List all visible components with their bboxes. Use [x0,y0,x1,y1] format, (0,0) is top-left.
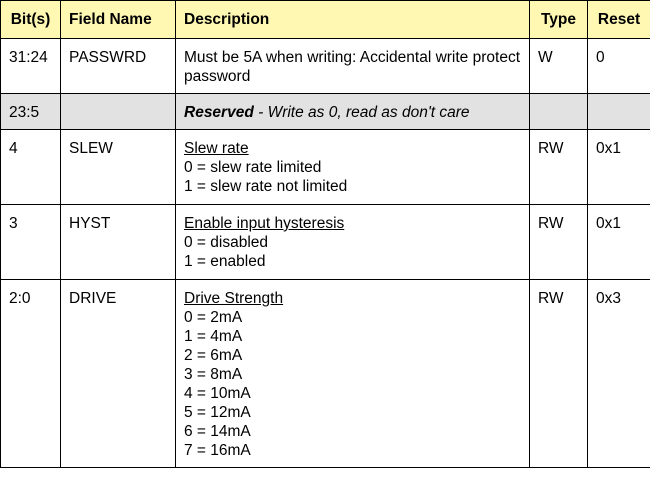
cell-description: Must be 5A when writing: Accidental writ… [175,38,530,94]
field-value-line: 3 = 8mA [184,366,243,383]
cell-bits: 31:24 [0,38,61,94]
register-table: Bit(s) Field Name Description Type Reset… [0,0,650,468]
cell-reset [587,93,650,130]
table-row: 4 SLEW Slew rate 0 = slew rate limited 1… [0,129,650,205]
field-title: Slew rate [184,140,249,157]
cell-description: Drive Strength 0 = 2mA 1 = 4mA 2 = 6mA 3… [175,279,530,468]
field-value-line: 4 = 10mA [184,385,251,402]
cell-reset: 0x1 [587,204,650,280]
header-field-name: Field Name [60,0,176,39]
table-row: 23:5 Reserved - Write as 0, read as don'… [0,93,650,130]
cell-bits: 23:5 [0,93,61,130]
cell-type: RW [529,279,588,468]
field-value-line: 1 = enabled [184,253,266,270]
table-row: 31:24 PASSWRD Must be 5A when writing: A… [0,38,650,94]
reserved-label: Reserved [184,104,254,121]
cell-field-name: SLEW [60,129,176,205]
cell-type: W [529,38,588,94]
field-title: Enable input hysteresis [184,215,345,232]
cell-reset: 0x1 [587,129,650,205]
table-row: 2:0 DRIVE Drive Strength 0 = 2mA 1 = 4mA… [0,279,650,468]
field-value-line: 0 = disabled [184,234,269,251]
field-title: Drive Strength [184,290,284,307]
table-row: 3 HYST Enable input hysteresis 0 = disab… [0,204,650,280]
cell-field-name [60,93,176,130]
cell-reset: 0 [587,38,650,94]
field-value-line: 5 = 12mA [184,404,251,421]
cell-description: Reserved - Write as 0, read as don't car… [175,93,530,130]
cell-type [529,93,588,130]
cell-reset: 0x3 [587,279,650,468]
field-value-line: 1 = 4mA [184,328,243,345]
header-type: Type [529,0,588,39]
header-reset: Reset [587,0,650,39]
cell-bits: 2:0 [0,279,61,468]
cell-field-name: DRIVE [60,279,176,468]
field-value-line: 1 = slew rate not limited [184,178,348,195]
cell-bits: 4 [0,129,61,205]
field-value-line: 0 = 2mA [184,309,243,326]
field-value-line: 2 = 6mA [184,347,243,364]
cell-description: Slew rate 0 = slew rate limited 1 = slew… [175,129,530,205]
cell-type: RW [529,204,588,280]
header-row: Bit(s) Field Name Description Type Reset [0,0,650,39]
field-value-line: 6 = 14mA [184,423,251,440]
field-value-line: 0 = slew rate limited [184,159,322,176]
cell-type: RW [529,129,588,205]
header-description: Description [175,0,530,39]
cell-field-name: HYST [60,204,176,280]
field-value-line: 7 = 16mA [184,442,251,459]
reserved-note: - Write as 0, read as don't care [253,104,470,121]
cell-field-name: PASSWRD [60,38,176,94]
header-bits: Bit(s) [0,0,61,39]
cell-description: Enable input hysteresis 0 = disabled 1 =… [175,204,530,280]
cell-bits: 3 [0,204,61,280]
